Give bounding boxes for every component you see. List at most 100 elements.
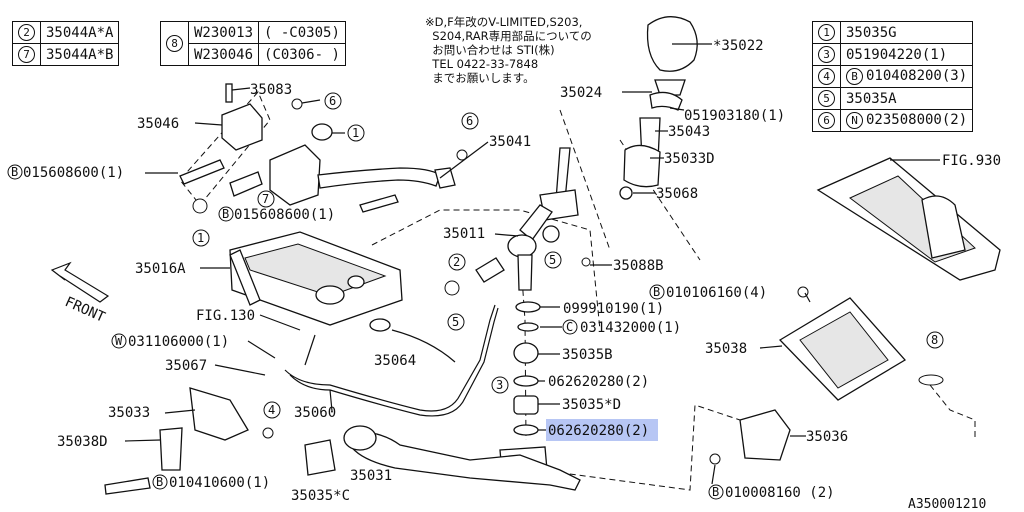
prefix-b-icon: B <box>649 284 665 300</box>
svg-text:6: 6 <box>329 94 336 108</box>
part-number[interactable]: W230013 <box>187 21 260 44</box>
callout-015608600-a[interactable]: 015608600(1) <box>23 165 124 181</box>
front-label: FRONT <box>62 294 108 326</box>
prefix-c-icon: C <box>562 319 578 335</box>
prefix-b: B <box>846 68 863 85</box>
callout-35041[interactable]: 35041 <box>489 134 531 150</box>
part-text: 051904220(1) <box>846 46 948 63</box>
diagram-id: A350001210 <box>908 497 987 512</box>
prefix-n: N <box>846 112 863 129</box>
table-row: 7 35044A*B <box>12 43 120 66</box>
callout-35033D[interactable]: 35033D <box>664 151 715 167</box>
callout-fig-130[interactable]: FIG.130 <box>196 308 255 324</box>
callout-35031[interactable]: 35031 <box>350 468 392 484</box>
callout-35016A[interactable]: 35016A <box>135 261 186 277</box>
prefix-b-icon: B <box>152 474 168 490</box>
svg-text:5: 5 <box>549 253 556 267</box>
callout-35038D[interactable]: 35038D <box>57 434 108 450</box>
callout-35068[interactable]: 35068 <box>656 186 698 202</box>
part-number[interactable]: 35044A*B <box>39 43 120 66</box>
svg-text:5: 5 <box>452 315 459 329</box>
ref-7-marker: 7 <box>257 190 275 208</box>
callout-35046[interactable]: 35046 <box>137 116 179 132</box>
note-line: お問い合わせは STI(株) <box>425 43 555 57</box>
leader-lines <box>124 43 940 485</box>
part-text: 010408200(3) <box>866 68 968 84</box>
callout-031106000[interactable]: 031106000(1) <box>128 334 229 350</box>
callout-35036[interactable]: 35036 <box>806 429 848 445</box>
callout-010410600[interactable]: 010410600(1) <box>169 475 270 491</box>
callout-010106160[interactable]: 010106160(4) <box>666 285 767 301</box>
callout-031432000[interactable]: 031432000(1) <box>580 320 681 336</box>
ref-6-marker: 6 <box>461 112 479 130</box>
ref-5-marker: 5 <box>447 313 465 331</box>
part-text: 35035G <box>846 24 897 41</box>
svg-text:B: B <box>11 165 18 179</box>
svg-text:W: W <box>115 334 123 348</box>
callout-35022[interactable]: *35022 <box>713 38 764 54</box>
callout-35043[interactable]: 35043 <box>668 124 710 140</box>
callout-015608600-b[interactable]: 015608600(1) <box>234 207 335 223</box>
callout-099910190[interactable]: 099910190(1) <box>563 301 664 317</box>
callout-35035B[interactable]: 35035B <box>562 347 613 363</box>
callout-35033[interactable]: 35033 <box>108 405 150 421</box>
ref-6-marker: 6 <box>324 92 342 110</box>
table-row: W230046 (C0306- ) <box>161 43 346 66</box>
front-arrow <box>50 261 110 303</box>
svg-text:B: B <box>653 285 660 299</box>
prefix-b-icon: B <box>7 164 23 180</box>
prefix-b-icon: B <box>708 484 724 500</box>
callout-062620280-a[interactable]: 062620280(2) <box>548 374 649 390</box>
svg-text:C: C <box>566 320 573 334</box>
part-number[interactable]: 35035G <box>839 21 974 44</box>
callout-35083[interactable]: 35083 <box>250 82 292 98</box>
ref-number: 5 <box>818 90 835 107</box>
callout-35035D[interactable]: 35035*D <box>562 397 621 413</box>
svg-text:1: 1 <box>352 126 359 140</box>
callout-35067[interactable]: 35067 <box>165 358 207 374</box>
table-row: 1 35035G <box>812 21 974 44</box>
ref-number: 6 <box>818 112 835 129</box>
shift-cable <box>284 304 499 417</box>
ref-8-marker: 8 <box>926 331 944 349</box>
part-range: (C0306- ) <box>258 43 346 66</box>
callout-051903180[interactable]: 051903180(1) <box>684 108 785 124</box>
svg-text:7: 7 <box>262 192 269 206</box>
rear-bracket <box>179 83 468 214</box>
callout-fig-930[interactable]: FIG.930 <box>942 153 1001 169</box>
shift-lever <box>507 147 579 291</box>
callout-35024[interactable]: 35024 <box>560 85 602 101</box>
shift-lever-base <box>304 425 581 491</box>
svg-text:1: 1 <box>197 231 204 245</box>
ref-1-marker: 1 <box>192 229 210 247</box>
callout-35064[interactable]: 35064 <box>374 353 416 369</box>
part-number[interactable]: 35035A <box>839 87 974 110</box>
part-text: 023508000(2) <box>866 112 968 128</box>
lever-housing-plate <box>229 231 403 326</box>
svg-text:B: B <box>712 485 719 499</box>
callout-062620280-b[interactable]: 062620280(2) <box>548 423 649 439</box>
center-console <box>816 157 1001 281</box>
parts-table-left: 2 35044A*A 7 35044A*B <box>12 21 120 66</box>
ref-5-marker: 5 <box>544 251 562 269</box>
note-line: S204,RAR専用部品についての <box>425 29 592 43</box>
callout-35088B[interactable]: 35088B <box>613 258 664 274</box>
highlight-box <box>546 419 658 441</box>
svg-text:6: 6 <box>466 114 473 128</box>
callout-35011[interactable]: 35011 <box>443 226 485 242</box>
ref-number: 7 <box>18 46 35 63</box>
callout-35038[interactable]: 35038 <box>705 341 747 357</box>
ref-4-marker: 4 <box>263 401 281 419</box>
part-number[interactable]: 051904220(1) <box>839 43 974 66</box>
ref-1-marker: 1 <box>347 124 365 142</box>
ref-3-marker: 3 <box>491 376 509 394</box>
callout-010008160[interactable]: 010008160 (2) <box>725 485 835 501</box>
callout-35035C[interactable]: 35035*C <box>291 488 350 504</box>
callout-35060[interactable]: 35060 <box>294 405 336 421</box>
part-number[interactable]: W230046 <box>187 43 260 66</box>
